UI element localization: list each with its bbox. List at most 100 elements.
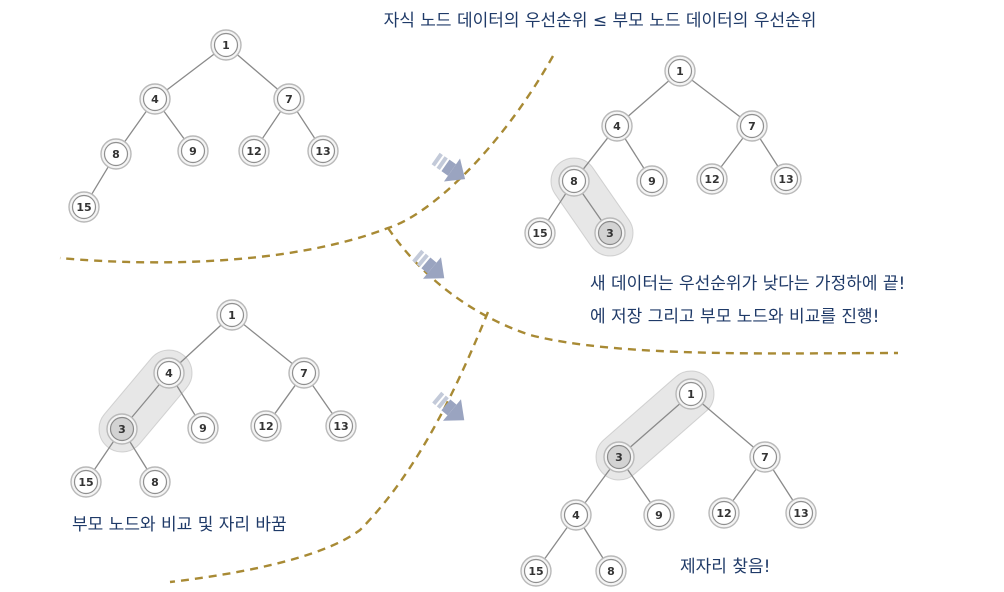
tree-edge	[624, 138, 645, 169]
tree-edge	[772, 469, 794, 501]
node-circle	[180, 138, 206, 164]
node-value: 15	[76, 201, 91, 214]
tree-edge	[243, 323, 293, 365]
node-circle	[190, 415, 216, 441]
tree-node: 7	[288, 357, 320, 389]
node-value: 3	[118, 423, 126, 436]
node-circle	[219, 302, 245, 328]
node-circle	[310, 138, 336, 164]
divider-top-curve	[59, 55, 555, 264]
tree-node: 13	[785, 497, 817, 529]
tree-edge	[583, 527, 604, 559]
node-value: 4	[613, 120, 621, 133]
tree-initial-heap: 1 4 7 8 9 12 13 15	[68, 29, 339, 223]
tree-edge	[91, 166, 109, 195]
tree-edge	[166, 53, 215, 91]
node-value: 1	[676, 65, 684, 78]
divider-bottom-curve	[169, 311, 490, 584]
node-circle	[598, 558, 624, 584]
node-circle	[71, 194, 97, 220]
tree-edge	[759, 138, 779, 167]
node-circle	[711, 500, 737, 526]
tree-edge	[629, 403, 681, 448]
node-circle	[328, 413, 354, 439]
node-value: 12	[716, 507, 731, 520]
tree-edge	[124, 110, 147, 143]
tree-node: 9	[187, 412, 219, 444]
tree-node: 7	[273, 83, 305, 115]
node-value: 12	[258, 420, 273, 433]
node-value: 4	[165, 367, 173, 380]
tree-edge	[176, 385, 196, 416]
tree-node: 1	[216, 299, 248, 331]
tree-edge	[582, 137, 609, 170]
node-value: 1	[222, 39, 230, 52]
tree-node: 4	[139, 83, 171, 115]
node-value: 13	[793, 507, 808, 520]
tree-edge	[702, 403, 754, 448]
tree-node: 8	[139, 466, 171, 498]
tree-node: 9	[636, 165, 668, 197]
node-highlight-circle	[606, 444, 632, 470]
tree-node: 12	[238, 135, 270, 167]
tree-node: 15	[70, 466, 102, 498]
node-value: 9	[189, 145, 197, 158]
tree-node: 1	[664, 55, 696, 87]
node-circle	[699, 166, 725, 192]
tree-node: 4	[560, 499, 592, 531]
node-value: 9	[648, 175, 656, 188]
tree-edge	[296, 111, 316, 139]
tree-edge	[179, 324, 222, 364]
tree-node: 4	[601, 110, 633, 142]
tree-edge	[547, 193, 567, 221]
node-value: 8	[112, 148, 120, 161]
tree-node: 3	[603, 441, 635, 473]
node-circle	[142, 86, 168, 112]
tree-edge	[236, 54, 279, 90]
node-value: 8	[151, 476, 159, 489]
node-circle	[667, 58, 693, 84]
step1-caption-line2: 에 저장 그리고 부모 노드와 비교를 진행!	[590, 307, 879, 327]
node-value: 15	[532, 227, 547, 240]
node-circle	[527, 220, 553, 246]
tree-edge	[720, 137, 744, 168]
tree-edge	[582, 192, 602, 222]
node-circle	[156, 360, 182, 386]
tree-node: 15	[520, 555, 552, 587]
tree-node: 7	[749, 441, 781, 473]
tree-node: 12	[708, 497, 740, 529]
node-circle	[646, 502, 672, 528]
node-value: 9	[199, 422, 207, 435]
node-circle	[523, 558, 549, 584]
tree-edge	[544, 526, 568, 560]
tree-edge	[261, 111, 282, 139]
step-arrow-3	[432, 391, 465, 421]
node-circle	[678, 381, 704, 407]
tree-edge	[312, 384, 333, 415]
node-value: 13	[315, 145, 330, 158]
node-value: 1	[228, 309, 236, 322]
node-value: 7	[748, 120, 756, 133]
tree-edge	[93, 441, 115, 470]
node-circle	[276, 86, 302, 112]
node-circle	[752, 444, 778, 470]
node-value: 7	[300, 367, 308, 380]
node-circle	[561, 168, 587, 194]
tree-edge	[131, 384, 160, 418]
tree-first-swap: 1 4 7 3 9 12 13 15 8	[70, 299, 357, 498]
node-circle	[788, 500, 814, 526]
tree-node: 7	[736, 110, 768, 142]
node-circle	[142, 469, 168, 495]
node-circle	[241, 138, 267, 164]
tree-node: 1	[675, 378, 707, 410]
node-value: 3	[606, 227, 614, 240]
node-value: 7	[285, 93, 293, 106]
tree-edge	[163, 110, 185, 140]
tree-node: 4	[153, 357, 185, 389]
node-circle	[773, 166, 799, 192]
node-value: 13	[333, 420, 348, 433]
node-value: 8	[570, 175, 578, 188]
step-arrow-2	[412, 249, 445, 279]
